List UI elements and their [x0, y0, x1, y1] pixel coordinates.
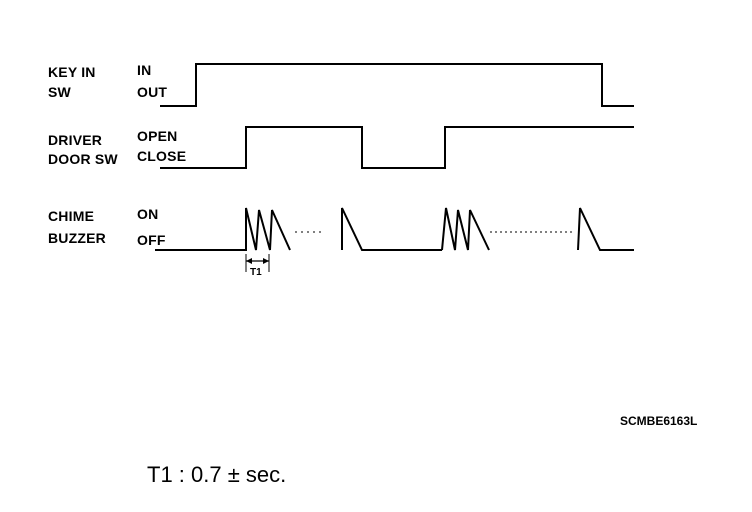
t1-arrow-right: [263, 258, 269, 264]
waveform-key-in-sw: [160, 63, 634, 107]
signal-name-chime-line1: CHIME: [48, 208, 95, 224]
signal-name-key-in-line2: SW: [48, 84, 71, 100]
waveform-driver-door-sw: [160, 126, 634, 169]
t1-marker-label: T1: [250, 267, 262, 278]
waveform-chime-burst-2: [441, 207, 490, 251]
signal-name-driver-door-line1: DRIVER: [48, 132, 103, 148]
state-label-off: OFF: [137, 232, 166, 248]
state-label-in: IN: [137, 62, 152, 78]
signal-name-driver-door-line2: DOOR SW: [48, 151, 118, 167]
t1-note: T1 : 0.7 ± sec.: [147, 462, 287, 487]
figure-code: SCMBE6163L: [620, 414, 698, 428]
waveform-chime-single-2: [577, 207, 634, 251]
state-label-out: OUT: [137, 84, 168, 100]
waveform-chime-burst-1: [155, 207, 291, 251]
waveform-chime-single-1: [341, 207, 442, 251]
state-label-open: OPEN: [137, 128, 178, 144]
state-label-on: ON: [137, 206, 159, 222]
signal-name-key-in-line1: KEY IN: [48, 64, 96, 80]
signal-name-chime-line2: BUZZER: [48, 230, 106, 246]
state-label-close: CLOSE: [137, 148, 187, 164]
t1-arrow-left: [246, 258, 252, 264]
